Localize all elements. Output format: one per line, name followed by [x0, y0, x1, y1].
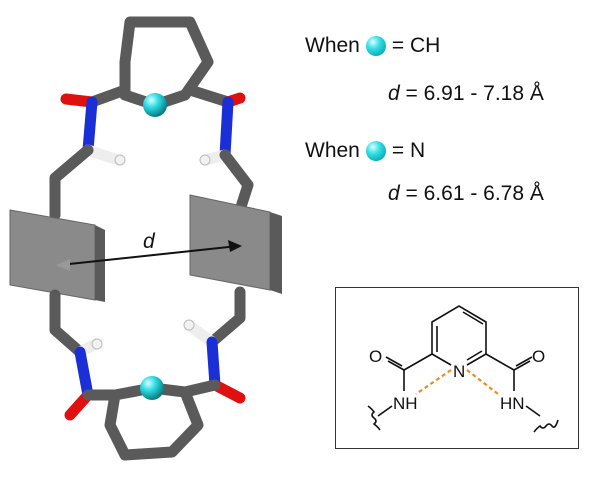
hydrogen-atom [91, 338, 103, 350]
distance-value: = 6.91 - 7.18 Å [405, 82, 544, 105]
hydrogen-bond-lines [415, 369, 499, 395]
amide-bond [219, 96, 234, 161]
left-aromatic-slab [9, 209, 96, 301]
distance-arrow [59, 245, 239, 266]
amide-bond [74, 346, 94, 401]
legend-identity: = N [391, 139, 426, 162]
distance-ch: d = 6.91 - 7.18 Å [388, 82, 544, 106]
legend-prefix: When [305, 139, 360, 162]
distance-label: d [143, 230, 156, 253]
structure-inset: O O N NH HN [335, 287, 579, 449]
cyan-sphere-icon [365, 36, 386, 56]
distance-var: d [388, 82, 400, 105]
legend-row-ch: When = CH [305, 34, 440, 58]
atom-nh-right: HN [500, 394, 525, 413]
carbon-bond [184, 84, 234, 108]
distance-n: d = 6.61 - 6.78 Å [388, 182, 544, 206]
cyan-sphere-icon [365, 141, 386, 161]
legend-row-n: When = N [305, 139, 425, 163]
linker [219, 149, 254, 216]
top-cyan-sphere [143, 93, 167, 117]
hydrogen-atom [183, 319, 195, 331]
top-pyridine-ring [119, 16, 214, 111]
distance-var: d [388, 182, 400, 205]
carbon-bond [86, 84, 131, 108]
pyridine-dicarboxamide-structure: O O N NH HN [367, 305, 559, 433]
linker [49, 289, 86, 358]
distance-value: = 6.61 - 6.78 Å [405, 182, 544, 205]
amide-bond [206, 336, 221, 391]
amide-bond [82, 96, 98, 156]
legend-identity: = CH [391, 34, 441, 57]
atom-o-right: O [532, 347, 545, 366]
legend-prefix: When [305, 34, 360, 57]
bottom-cyan-sphere [140, 376, 164, 400]
atom-nh-left: NH [393, 394, 418, 413]
linker [49, 144, 94, 221]
atom-n-ring: N [453, 362, 465, 381]
atom-o-left: O [369, 347, 382, 366]
linker [206, 286, 246, 348]
hydrogen-atom [199, 154, 211, 166]
hydrogen-atom [114, 154, 126, 166]
macrocycle-model: d [9, 16, 282, 461]
